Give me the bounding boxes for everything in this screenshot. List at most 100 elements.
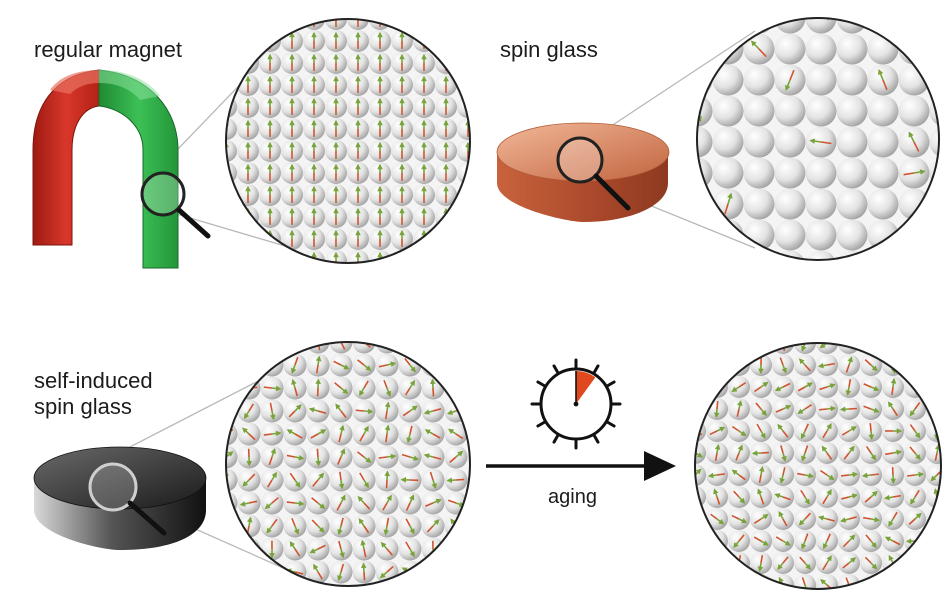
spin-arrow-head bbox=[245, 185, 251, 192]
spin-arrow-head bbox=[219, 404, 225, 410]
spin-arrow-head bbox=[289, 185, 295, 192]
spin-arrow-head bbox=[335, 403, 341, 410]
spin-arrow-tail bbox=[363, 571, 366, 581]
spin-arrow-head bbox=[289, 53, 295, 60]
spin-arrow-tail bbox=[842, 562, 850, 569]
spin-arrow-head bbox=[850, 426, 857, 432]
spin-arrow-tail bbox=[409, 425, 413, 435]
spin-arrow-head bbox=[871, 365, 878, 372]
spin-arrow-head bbox=[826, 555, 832, 562]
spin-arrow-tail bbox=[455, 433, 464, 440]
spin-arrow-head bbox=[826, 423, 832, 430]
spin-arrow-tail bbox=[863, 405, 872, 410]
atom bbox=[260, 560, 284, 584]
spin-arrow-tail bbox=[355, 409, 365, 412]
spin-arrow-head bbox=[386, 494, 392, 501]
spin-arrow-head bbox=[390, 361, 397, 367]
spin-arrow-head bbox=[399, 97, 405, 104]
spin-arrow-head bbox=[363, 587, 368, 593]
atom bbox=[867, 219, 899, 251]
spin-arrow-head bbox=[820, 579, 827, 585]
spin-arrow-head bbox=[340, 598, 345, 602]
spin-arrow-head bbox=[333, 75, 339, 82]
spin-arrow-head bbox=[399, 141, 405, 148]
clock-tick bbox=[552, 434, 559, 444]
spin-arrow-tail bbox=[360, 595, 364, 602]
spin-arrow-tail bbox=[724, 203, 729, 215]
spin-arrow-head bbox=[828, 474, 835, 481]
spin-arrow-head bbox=[758, 368, 764, 375]
spin-arrow-tail bbox=[804, 364, 811, 372]
spin-arrow-head bbox=[798, 358, 805, 365]
spin-arrow-head bbox=[377, 251, 383, 258]
spin-arrow-head bbox=[409, 551, 415, 558]
spin-arrow-tail bbox=[841, 430, 850, 436]
spin-arrow-head bbox=[457, 450, 464, 457]
atom bbox=[226, 422, 238, 446]
spin-arrow-head bbox=[360, 562, 367, 569]
spin-arrow-head bbox=[338, 483, 345, 490]
spin-arrow-head bbox=[379, 572, 386, 579]
spin-arrow-shaft bbox=[364, 588, 368, 595]
spin-arrow-tail bbox=[452, 379, 457, 389]
spin-arrow-tail bbox=[848, 407, 857, 410]
spin-arrow-head bbox=[377, 163, 383, 170]
spin-arrow-head bbox=[421, 141, 427, 148]
atom bbox=[867, 33, 899, 65]
spin-arrow-tail bbox=[819, 386, 828, 391]
spin-arrow-tail bbox=[804, 403, 813, 410]
spin-arrow-tail bbox=[425, 502, 434, 507]
spin-arrow-tail bbox=[843, 343, 850, 344]
spin-arrow-tail bbox=[914, 489, 920, 498]
spin-glass-label: spin glass bbox=[500, 37, 598, 62]
atom bbox=[743, 64, 775, 96]
atom bbox=[706, 530, 728, 552]
spin-arrow-head bbox=[291, 378, 297, 385]
spin-arrow-head bbox=[737, 400, 743, 406]
spin-arrow-head bbox=[870, 577, 876, 584]
spin-arrow-tail bbox=[731, 514, 740, 520]
atom bbox=[695, 442, 706, 464]
spin-arrow-head bbox=[339, 552, 345, 559]
spin-arrow-tail bbox=[339, 471, 342, 481]
atom bbox=[867, 126, 899, 158]
spin-arrow-tail bbox=[248, 500, 258, 504]
spin-arrow-tail bbox=[731, 425, 740, 432]
spin-arrow-head bbox=[333, 229, 339, 236]
spin-arrow-tail bbox=[338, 433, 342, 443]
spin-arrow-tail bbox=[402, 410, 411, 417]
spin-arrow-tail bbox=[340, 563, 345, 573]
spin-arrow-tail bbox=[866, 584, 872, 589]
spin-arrow-tail bbox=[248, 473, 256, 481]
spin-arrow-tail bbox=[738, 534, 745, 542]
spin-arrow-head bbox=[339, 424, 345, 431]
spin-arrow-tail bbox=[710, 513, 718, 520]
spin-arrow-head bbox=[871, 490, 878, 497]
spin-arrow-head bbox=[311, 53, 317, 60]
atom bbox=[836, 126, 868, 158]
atom bbox=[836, 33, 868, 65]
spin-arrow-head bbox=[271, 471, 277, 478]
clock-tick bbox=[606, 380, 616, 387]
spin-arrow-head bbox=[245, 97, 251, 104]
spin-arrow-tail bbox=[782, 467, 786, 476]
atom bbox=[697, 95, 713, 127]
spin-arrow-tail bbox=[294, 342, 302, 348]
atom bbox=[867, 188, 899, 220]
spin-arrow-head bbox=[262, 570, 269, 576]
spin-arrow-head bbox=[267, 141, 273, 148]
spin-arrow-shaft bbox=[263, 571, 273, 576]
spin-arrow-tail bbox=[385, 433, 388, 443]
spin-arrow-tail bbox=[432, 433, 441, 439]
spin-arrow-tail bbox=[455, 525, 462, 534]
spin-arrow-head bbox=[355, 31, 361, 38]
spin-arrow-head bbox=[337, 529, 343, 536]
spin-arrow-head bbox=[384, 401, 391, 408]
spin-arrow-head bbox=[822, 543, 829, 550]
spin-arrow-head bbox=[739, 497, 746, 504]
atom bbox=[836, 188, 868, 220]
spin-arrow-tail bbox=[338, 587, 341, 595]
spin-arrow-tail bbox=[753, 518, 762, 524]
spin-arrow-head bbox=[242, 427, 248, 434]
spin-arrow-head bbox=[761, 410, 767, 416]
